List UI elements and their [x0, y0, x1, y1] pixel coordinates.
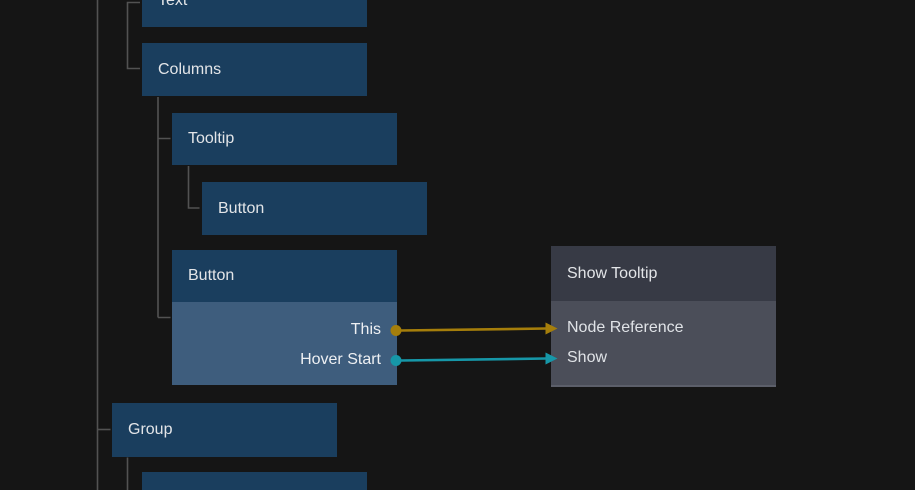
tree-node-group[interactable]: Group — [112, 403, 337, 457]
tree-connector-columns-children — [157, 97, 171, 319]
node-label: Tooltip — [188, 130, 235, 147]
tree-node-partial-bottom[interactable] — [142, 472, 367, 490]
connection-hover-start-to-show — [400, 357, 547, 362]
node-ports-panel: This Hover Start — [172, 302, 397, 385]
tree-connector-text-columns — [126, 1, 140, 70]
tree-node-button-selected[interactable]: Button This Hover Start — [172, 250, 397, 385]
node-label: Button — [218, 199, 265, 217]
node-label: Group — [128, 421, 173, 438]
tree-node-columns[interactable]: Columns — [142, 43, 367, 96]
node-label: Text — [158, 0, 188, 9]
port-this[interactable]: This — [350, 321, 381, 338]
tree-node-text[interactable]: Text — [142, 0, 367, 27]
action-row-node-reference[interactable]: Node Reference — [567, 319, 684, 336]
action-panel-header[interactable]: Show Tooltip — [551, 246, 776, 301]
action-panel-body: Node Reference Show — [551, 301, 776, 385]
connection-this-to-node-reference — [400, 327, 547, 332]
action-row-show[interactable]: Show — [567, 349, 608, 366]
tree-node-tooltip[interactable]: Tooltip — [172, 113, 397, 165]
node-label: Columns — [158, 60, 222, 78]
action-panel: Show Tooltip Node Reference Show — [551, 246, 776, 387]
port-hover-start[interactable]: Hover Start — [300, 351, 381, 368]
node-label: Button — [188, 267, 235, 284]
tree-connector-tooltip-child — [187, 166, 200, 209]
tree-node-button-child[interactable]: Button — [202, 182, 427, 235]
